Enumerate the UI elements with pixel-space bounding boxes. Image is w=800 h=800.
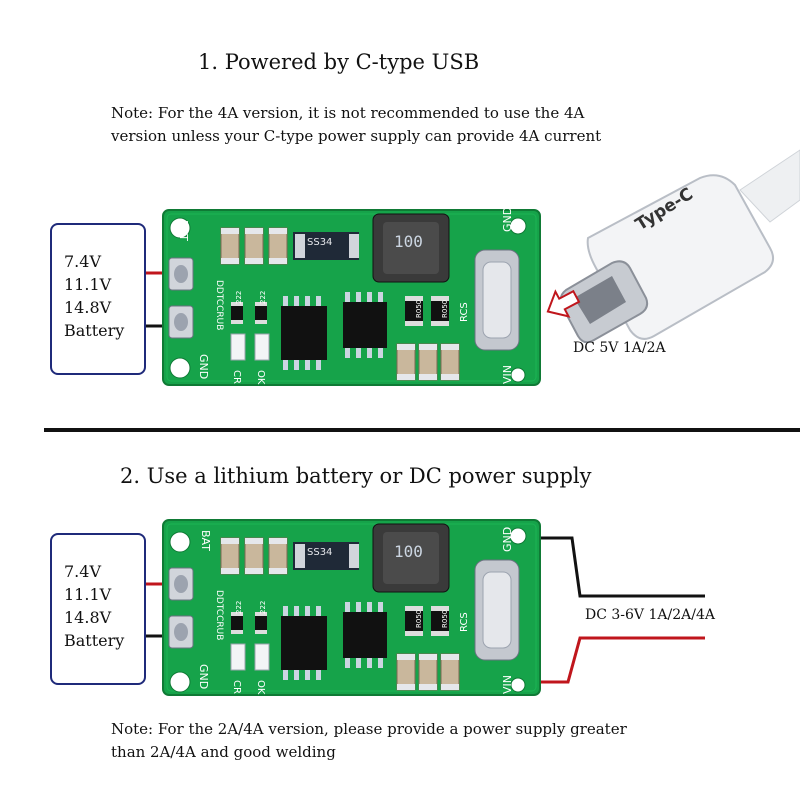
s1-label-diode: SS34 — [307, 237, 333, 248]
battery-label: Battery — [64, 631, 125, 650]
s2-label-gnd-right: GND — [501, 526, 514, 552]
s2-label-r4: 222 — [259, 600, 267, 614]
section1-note-line2: version unless your C-type power supply … — [111, 127, 602, 145]
section2-battery-box: 7.4V 11.1V 14.8V Battery — [50, 533, 146, 685]
section1-supply-label: DC 5V 1A/2A — [573, 340, 666, 356]
s2-label-rcs: RCS — [459, 612, 470, 632]
section1-note: Note: For the 4A version, it is not reco… — [111, 102, 601, 148]
battery-voltage-3: 14.8V — [64, 608, 112, 627]
s2-label-module: DDTCCRUB — [214, 590, 224, 641]
s2-label-bat: BAT — [199, 530, 212, 551]
s2-label-gnd: GND — [197, 664, 210, 690]
section2-supply-label: DC 3-6V 1A/2A/4A — [585, 607, 715, 623]
section2-title: 2. Use a lithium battery or DC power sup… — [120, 464, 592, 488]
battery-voltage-1: 7.4V — [64, 252, 101, 271]
s2-label-r1: R050 — [415, 609, 423, 628]
s2-label-r3: 222 — [235, 600, 243, 614]
s2-label-diode: SS34 — [307, 547, 333, 558]
battery-voltage-3: 14.8V — [64, 298, 112, 317]
section1-title: 1. Powered by C-type USB — [198, 50, 480, 74]
section2-note-line2: than 2A/4A and good welding — [111, 743, 336, 761]
battery-voltage-2: 11.1V — [64, 585, 112, 604]
s2-label-inductor: 100 — [394, 542, 423, 561]
section1-pcb-board — [162, 209, 541, 386]
section1-battery-box: 7.4V 11.1V 14.8V Battery — [50, 223, 146, 375]
battery-voltage-2: 11.1V — [64, 275, 112, 294]
section2-note-line1: Note: For the 2A/4A version, please prov… — [111, 720, 627, 738]
s2-label-ok: OK — [255, 680, 266, 695]
s2-label-r2: R050 — [441, 609, 449, 628]
battery-label: Battery — [64, 321, 125, 340]
s1-label-inductor: 100 — [394, 232, 423, 251]
battery-voltage-1: 7.4V — [64, 562, 101, 581]
section2-pcb-board — [162, 519, 541, 696]
section2-note: Note: For the 2A/4A version, please prov… — [111, 718, 627, 764]
s2-label-cr: CR — [231, 680, 242, 694]
s2-label-vin: VIN — [501, 675, 514, 694]
section1-note-line1: Note: For the 4A version, it is not reco… — [111, 104, 585, 122]
section-divider — [44, 428, 800, 432]
